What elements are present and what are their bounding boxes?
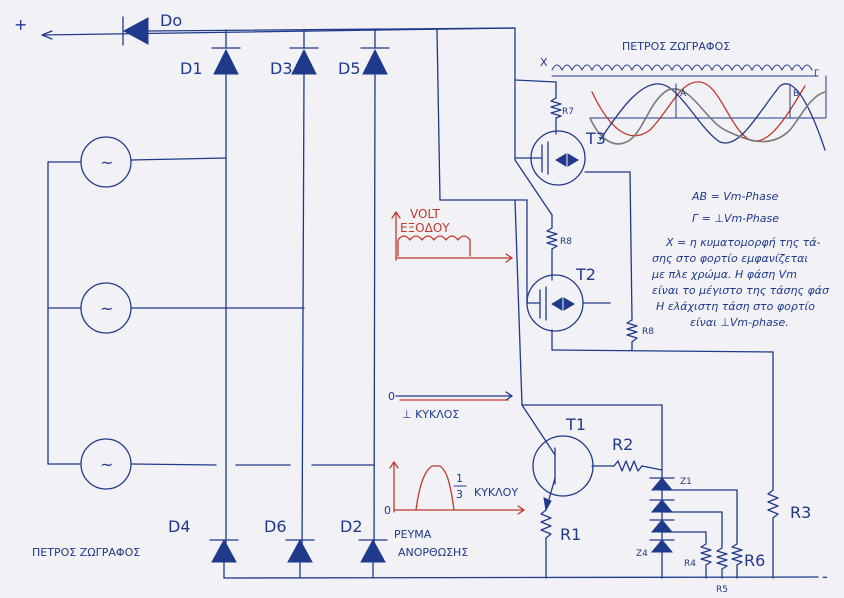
diode-d5-label: D5 bbox=[338, 59, 361, 78]
zener-chain bbox=[649, 469, 675, 579]
description-line-4: είναι το μέγιστο της τάσης φάσ bbox=[652, 284, 830, 297]
bjt-t1 bbox=[521, 404, 615, 512]
resistor-r6-label: R6 bbox=[744, 551, 765, 570]
diode-d1-label: D1 bbox=[180, 59, 203, 78]
diode-d0-label: Do bbox=[160, 11, 182, 30]
diode-d2 bbox=[358, 538, 388, 579]
description-text: X = η κυματομορφή της τά- σης στο φορτίο… bbox=[651, 236, 830, 329]
ac-source-2-symbol: ~ bbox=[100, 299, 113, 318]
minus-terminal-label: - bbox=[822, 567, 828, 586]
resistor-r4 bbox=[700, 531, 712, 579]
waveform-b-label: B bbox=[793, 89, 799, 99]
resistor-r6 bbox=[731, 489, 743, 579]
diode-d5 bbox=[360, 29, 390, 561]
phase-waveform-red bbox=[591, 81, 806, 142]
transistor-t1-label: T1 bbox=[565, 415, 586, 434]
ac-source-2 bbox=[47, 282, 305, 334]
ac-source-1-symbol: ~ bbox=[100, 153, 113, 172]
rectifier-current-label-2: ΑΝΟΡΘΩΣΗΣ bbox=[398, 546, 468, 559]
resistor-r8-upper bbox=[546, 214, 558, 281]
ac-source-3 bbox=[47, 438, 375, 490]
output-voltage-label-1: VOLT bbox=[410, 207, 440, 221]
cycle-arrow bbox=[395, 391, 513, 401]
resistor-r7 bbox=[550, 81, 562, 135]
ac-source-3-symbol: ~ bbox=[100, 455, 113, 474]
diode-d4-label: D4 bbox=[168, 517, 191, 536]
resistor-r2 bbox=[613, 460, 663, 472]
diode-d4 bbox=[209, 538, 239, 579]
cycle-label: ⊥ ΚΥΚΛΟΣ bbox=[402, 408, 459, 421]
mosfet-t2 bbox=[526, 199, 611, 332]
output-voltage-sketch bbox=[391, 211, 513, 263]
third-cycle-numerator: 1 bbox=[456, 472, 463, 485]
diode-d2-label: D2 bbox=[340, 517, 363, 536]
cycle-zero-label: 0 bbox=[388, 390, 395, 403]
author-signature-bottom: ΠΕΤΡΟΣ ΖΩΓΡΑΦΟΣ bbox=[32, 546, 140, 559]
formula-ab: AB = Vm-Phase bbox=[691, 190, 779, 203]
diode-d3-label: D3 bbox=[270, 59, 293, 78]
t1-feed-line bbox=[514, 199, 523, 406]
t2-output-line bbox=[551, 349, 774, 353]
resistor-r5-label: R5 bbox=[716, 585, 728, 595]
description-line-2: σης στο φορτίο εμφανίζεται bbox=[652, 252, 808, 265]
waveform-gamma-label: Γ bbox=[814, 69, 819, 79]
resistor-r1 bbox=[540, 509, 552, 579]
t3-gate-feed bbox=[514, 79, 557, 83]
formula-gamma: Γ = ⊥Vm-Phase bbox=[692, 212, 779, 225]
output-voltage-label-2: ΕΞΟΔΟΥ bbox=[400, 221, 450, 235]
resistor-r5 bbox=[716, 511, 728, 579]
resistor-r7-label: R7 bbox=[562, 107, 574, 117]
phase-waveform-blue bbox=[599, 83, 826, 151]
diode-d3 bbox=[289, 29, 319, 561]
transistor-t2-label: T2 bbox=[575, 265, 596, 284]
top-bus bbox=[147, 27, 516, 32]
resistor-r8-right bbox=[626, 319, 638, 351]
resistor-r2-label: R2 bbox=[612, 435, 633, 454]
t3-to-r8-line bbox=[514, 159, 553, 216]
author-signature-top: ΠΕΤΡΟΣ ΖΩΓΡΑΦΟΣ bbox=[622, 40, 730, 53]
description-line-6: είναι ⊥Vm-phase. bbox=[690, 316, 789, 329]
waveform-a-label: A bbox=[680, 89, 687, 99]
rectifier-current-sketch bbox=[389, 461, 525, 515]
bus-to-volt-meter bbox=[436, 29, 441, 201]
resistor-r3-label: R3 bbox=[790, 503, 811, 522]
ac-source-1 bbox=[47, 136, 227, 188]
rectifier-current-label-1: ΡΕΥΜΑ bbox=[394, 528, 432, 541]
transistor-t3-label: T3 bbox=[585, 129, 606, 148]
description-line-5: Η ελάχιστη τάση στο φορτίο bbox=[656, 300, 815, 313]
third-cycle-label: ΚΥΚΛΟΥ bbox=[474, 486, 518, 499]
description-line-3: με πλε χρώμα. Η φάση Vm bbox=[651, 268, 797, 281]
load-ripple-waveform bbox=[551, 64, 813, 72]
diode-d1 bbox=[211, 29, 241, 561]
resistor-r8-upper-label: R8 bbox=[560, 237, 572, 247]
zener-z1-label: Z1 bbox=[680, 477, 692, 487]
plus-terminal-label: + bbox=[14, 15, 27, 34]
resistor-r4-label: R4 bbox=[684, 559, 696, 569]
current-zero-label: 0 bbox=[384, 504, 391, 517]
diode-d6-label: D6 bbox=[264, 517, 287, 536]
phase-waveform-grey bbox=[589, 88, 826, 145]
description-line-1: X = η κυματομορφή της τά- bbox=[665, 236, 821, 249]
third-cycle-denominator: 3 bbox=[456, 488, 463, 501]
mosfet-t3 bbox=[514, 130, 633, 321]
diode-d0 bbox=[122, 16, 149, 46]
resistor-r1-label: R1 bbox=[560, 525, 581, 544]
waveform-x-label: X bbox=[540, 56, 548, 69]
resistor-r3 bbox=[767, 489, 779, 579]
zener-z4-label: Z4 bbox=[636, 549, 648, 559]
diode-d6 bbox=[285, 538, 315, 579]
bottom-bus bbox=[223, 576, 819, 579]
resistor-r8-right-label: R8 bbox=[642, 327, 654, 337]
